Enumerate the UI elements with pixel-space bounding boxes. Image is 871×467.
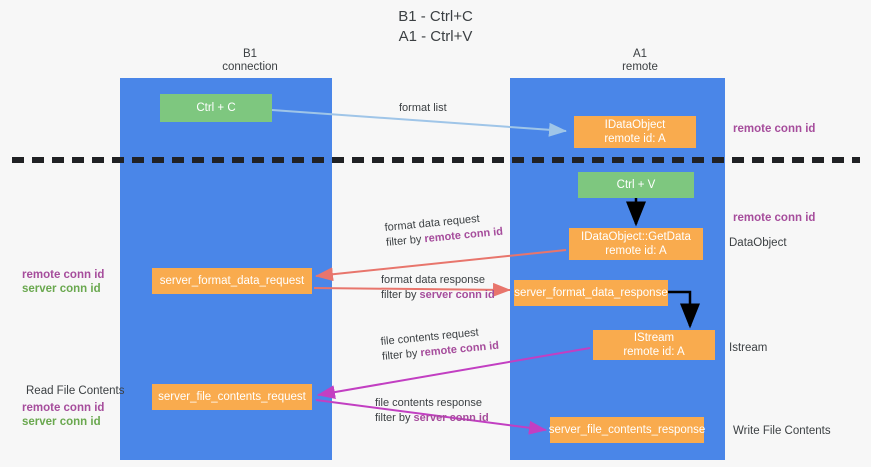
node-ctrl-v[interactable]: Ctrl + V (578, 172, 694, 198)
edge-label-file-contents-response: file contents response filter by server … (375, 396, 489, 426)
edge-label-line-filter: filter by server conn id (375, 411, 489, 426)
annotation-remote-conn-id-mid: remote conn id (733, 212, 816, 224)
column-header-a1: A1 remote (622, 48, 658, 73)
annotation-write-file-contents: Write File Contents (733, 425, 831, 437)
node-server-file-contents-request[interactable]: server_file_contents_request (152, 384, 312, 410)
annotation-remote-conn-id-left-bottom: remote conn id (22, 402, 105, 414)
column-header-b1: B1 connection (222, 48, 278, 73)
filter-key-server-conn-id: server conn id (419, 289, 495, 301)
page-title: B1 - Ctrl+C A1 - Ctrl+V (398, 8, 473, 45)
edge-label-line-primary: file contents response (375, 397, 483, 409)
annotation-server-conn-id-left-mid: server conn id (22, 283, 101, 295)
filter-key-server-conn-id: server conn id (413, 412, 489, 424)
annotation-istream: Istream (729, 342, 768, 354)
phase-separator-dashed-line (12, 157, 860, 163)
filter-prefix: filter by (381, 289, 420, 301)
node-server-format-data-request[interactable]: server_format_data_request (152, 268, 312, 294)
node-idataobject-getdata[interactable]: IDataObject::GetData remote id: A (569, 228, 703, 260)
edge-label-format-data-request: format data request filter by remote con… (384, 210, 504, 251)
filter-prefix: filter by (375, 412, 414, 424)
edge-label-line-primary: format data response (381, 274, 485, 286)
annotation-conn-ids-mid: remote conn id server conn id (22, 268, 104, 296)
filter-prefix: filter by (381, 347, 422, 363)
annotation-remote-conn-id-left-mid: remote conn id (22, 269, 105, 281)
annotation-dataobject: DataObject (729, 237, 787, 249)
annotation-remote-conn-id-top: remote conn id (733, 123, 816, 135)
node-istream[interactable]: IStream remote id: A (593, 330, 715, 360)
node-server-file-contents-response[interactable]: server_file_contents_response (549, 417, 705, 443)
annotation-read-file-contents: Read File Contents (26, 385, 125, 397)
annotation-server-conn-id-left-bottom: server conn id (22, 416, 101, 428)
edge-label-format-data-response: format data response filter by server co… (381, 273, 495, 303)
filter-prefix: filter by (385, 233, 426, 249)
node-server-format-data-response[interactable]: server_format_data_response (514, 280, 668, 306)
node-ctrl-c[interactable]: Ctrl + C (160, 94, 272, 122)
edge-label-line-filter: filter by server conn id (381, 288, 495, 303)
annotation-conn-ids-bottom: remote conn id server conn id (22, 401, 104, 429)
edge-label-file-contents-request: file contents request filter by remote c… (380, 324, 500, 365)
edge-label-format-list: format list (399, 102, 447, 114)
node-idataobject[interactable]: IDataObject remote id: A (574, 116, 696, 148)
